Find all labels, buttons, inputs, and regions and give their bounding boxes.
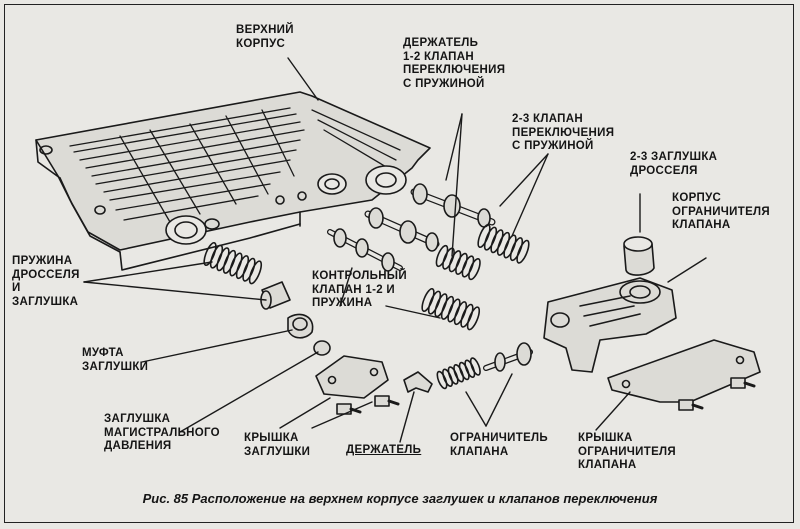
leader-lines (83, 57, 707, 443)
upper-body-illustration (35, 91, 431, 271)
label-2-3-valve: 2-3 КЛАПАН ПЕРЕКЛЮЧЕНИЯ С ПРУЖИНОЙ (512, 113, 615, 152)
figure-frame (4, 4, 794, 523)
label-holder-1-2-valve: ДЕРЖАТЕЛЬ 1-2 КЛАПАН ПЕРЕКЛЮЧЕНИЯ С ПРУЖ… (403, 37, 506, 90)
label-throttle-spring: ПРУЖИНА ДРОССЕЛЯ И ЗАГЛУШКА (12, 255, 80, 308)
label-limiter-body: КОРПУС ОГРАНИЧИТЕЛЯ КЛАПАНА (672, 192, 770, 231)
covers-illustration (315, 339, 761, 403)
label-plug-sleeve: МУФТА ЗАГЛУШКИ (82, 347, 149, 373)
figure-caption: Рис. 85 Расположение на верхнем корпусе … (142, 491, 658, 506)
bolts (336, 377, 756, 415)
label-control-valve: КОНТРОЛЬНЫЙ КЛАПАН 1-2 И ПРУЖИНА (312, 270, 407, 309)
label-main-pressure-plug: ЗАГЛУШКА МАГИСТРАЛЬНОГО ДАВЛЕНИЯ (104, 413, 220, 452)
label-limiter-cover: КРЫШКА ОГРАНИЧИТЕЛЯ КЛАПАНА (578, 432, 676, 471)
label-plug-cover: КРЫШКА ЗАГЛУШКИ (244, 432, 311, 458)
label-2-3-throttle-plug: 2-3 ЗАГЛУШКА ДРОССЕЛЯ (630, 151, 718, 177)
label-holder: ДЕРЖАТЕЛЬ (346, 444, 422, 456)
valve-parts (203, 183, 655, 390)
label-valve-limiter: ОГРАНИЧИТЕЛЬ КЛАПАНА (450, 432, 548, 458)
label-upper-body: ВЕРХНИЙ КОРПУС (236, 24, 294, 50)
limiter-body-illustration (543, 277, 677, 373)
